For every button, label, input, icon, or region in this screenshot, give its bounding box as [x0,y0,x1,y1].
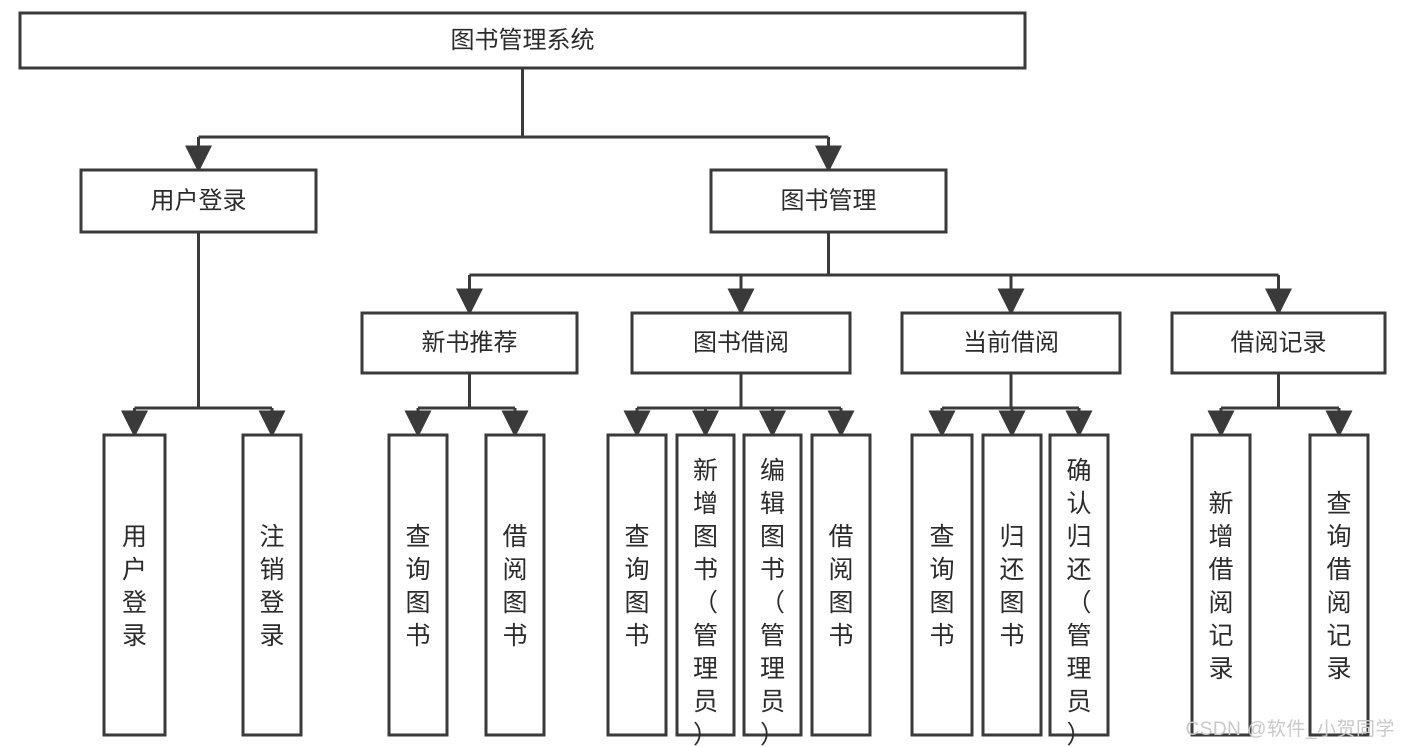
node-new-book-recommend[interactable] [360,311,579,375]
leaf-leaf-query-book-2[interactable] [606,433,668,737]
node-root-rect [18,11,1027,70]
node-current-borrow-label: 当前借阅 [963,329,1059,356]
leaf-leaf-query-book-2-rect [606,433,668,737]
leaf-leaf-borrow-book-1[interactable] [484,433,546,737]
node-book-borrow-label: 图书借阅 [693,329,789,356]
leaf-leaf-add-book-rect [675,433,736,737]
node-book-manage-rect [709,168,948,234]
leaf-leaf-add-record-rect [1190,433,1252,737]
node-root-label: 图书管理系统 [451,27,595,54]
leaf-leaf-return-book[interactable] [981,433,1043,737]
leaf-leaf-borrow-book-1-rect [484,433,546,737]
leaf-leaf-query-record-rect [1308,433,1370,737]
node-borrow-record-rect [1170,311,1387,375]
node-user-login-rect [79,168,318,234]
connector-lines [121,68,1353,438]
leaf-leaf-logout-login[interactable] [241,433,303,737]
leaf-leaf-confirm-return-rect [1048,433,1110,737]
leaf-leaf-edit-book[interactable] [742,433,803,737]
leaf-leaf-add-book-label: 新增图书（管理员） [693,457,718,747]
node-root[interactable] [18,11,1027,70]
leaf-leaf-return-book-rect [981,433,1043,737]
leaf-leaf-query-book-3-label: 查询图书 [929,523,954,650]
leaf-leaf-borrow-book-1-label: 借阅图书 [502,523,527,650]
leaf-leaf-logout-login-rect [241,433,303,737]
leaf-leaf-confirm-return-label: 确认归还（管理员） [1066,457,1091,747]
leaf-leaf-borrow-book-2[interactable] [810,433,872,737]
leaf-leaf-query-record[interactable] [1308,433,1370,737]
node-book-manage[interactable] [709,168,948,234]
leaf-leaf-query-book-3-rect [910,433,974,737]
node-current-borrow[interactable] [900,311,1122,375]
leaf-leaf-query-book-1[interactable] [387,433,449,737]
node-current-borrow-rect [900,311,1122,375]
leaf-leaf-query-book-1-label: 查询图书 [405,523,430,650]
node-book-manage-label: 图书管理 [781,187,877,214]
leaf-leaf-confirm-return[interactable] [1048,433,1110,737]
leaf-leaf-query-book-3[interactable] [910,433,974,737]
node-borrow-record[interactable] [1170,311,1387,375]
node-borrow-record-label: 借阅记录 [1231,329,1327,356]
node-new-book-recommend-rect [360,311,579,375]
leaf-leaf-add-book[interactable] [675,433,736,737]
leaf-leaf-return-book-label: 归还图书 [999,523,1024,650]
leaf-leaf-edit-book-label: 编辑图书（管理员） [760,457,785,747]
leaf-leaf-query-book-2-label: 查询图书 [624,523,649,650]
node-boxes: 图书管理系统用户登录图书管理新书推荐图书借阅当前借阅借阅记录用户登录注销登录查询… [18,11,1387,747]
leaf-leaf-borrow-book-2-rect [810,433,872,737]
leaf-leaf-user-login-rect [102,433,167,737]
leaf-leaf-edit-book-rect [742,433,803,737]
node-new-book-recommend-label: 新书推荐 [422,329,518,356]
leaf-leaf-logout-login-label: 注销登录 [259,523,284,650]
node-book-borrow[interactable] [630,311,852,375]
leaf-leaf-query-record-label: 查询借阅记录 [1326,490,1351,683]
csdn-watermark: CSDN @软件_小贺同学 [1185,719,1395,740]
node-user-login-label: 用户登录 [151,187,247,214]
node-book-borrow-rect [630,311,852,375]
leaf-leaf-query-book-1-rect [387,433,449,737]
leaf-leaf-add-record[interactable] [1190,433,1252,737]
leaf-leaf-borrow-book-2-label: 借阅图书 [828,523,853,650]
leaf-leaf-user-login[interactable] [102,433,167,737]
node-user-login[interactable] [79,168,318,234]
leaf-leaf-add-record-label: 新增借阅记录 [1208,490,1233,683]
leaf-leaf-user-login-label: 用户登录 [122,523,147,650]
